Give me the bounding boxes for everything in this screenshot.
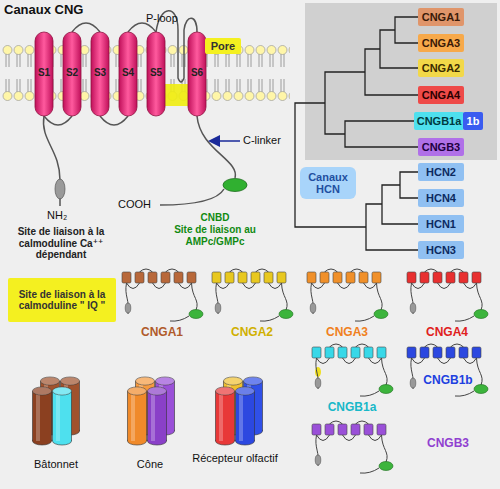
channel-cylinders bbox=[33, 377, 263, 445]
protein-loops-part bbox=[160, 116, 235, 205]
subunit-name: CNGA1 bbox=[127, 326, 197, 340]
node-text: CNGB3 bbox=[422, 141, 461, 153]
channel-cylinders-part bbox=[53, 387, 72, 445]
phylogenetic-tree-part bbox=[400, 172, 418, 198]
helix-name: S5 bbox=[147, 67, 165, 79]
subunit-icons-part bbox=[312, 344, 393, 396]
phylogenetic-tree-part bbox=[382, 185, 418, 224]
channel-cylinders-part bbox=[216, 387, 235, 445]
node-text: 1b bbox=[467, 115, 480, 127]
phylogenetic-tree-part bbox=[325, 72, 365, 134]
subunit-icons-part bbox=[307, 269, 388, 321]
node-text: HCN3 bbox=[426, 244, 456, 256]
node-text: HCN2 bbox=[426, 166, 456, 178]
subfamily-box: 1b bbox=[463, 112, 483, 130]
subunit-icons-part bbox=[407, 269, 488, 321]
group-label-box: Canaux HCN bbox=[300, 167, 356, 199]
phylogenetic-tree bbox=[295, 17, 418, 250]
subfamily-box: HCN1 bbox=[418, 215, 464, 233]
node-text: Canaux HCN bbox=[302, 171, 354, 195]
phylogenetic-tree-part bbox=[380, 30, 418, 68]
helix-name: S1 bbox=[35, 67, 53, 79]
subfamily-box: CNGA4 bbox=[418, 86, 464, 104]
subfamily-box: CNGB3 bbox=[418, 138, 464, 156]
transmembrane-helices-part bbox=[63, 32, 81, 116]
part-name: C-linker bbox=[243, 134, 299, 147]
c-linker-arrow-part bbox=[211, 140, 240, 142]
protein-loops-part bbox=[128, 23, 156, 32]
helix-name: S3 bbox=[91, 67, 109, 79]
channel-cylinders-part bbox=[236, 387, 255, 445]
phylogenetic-tree-part bbox=[365, 49, 418, 95]
part-name: P-loop bbox=[146, 12, 196, 25]
phylogenetic-tree-part bbox=[395, 17, 418, 43]
node-text: HCN1 bbox=[426, 218, 456, 230]
node-text: CNGB1a bbox=[417, 115, 462, 127]
node-text: CNGA4 bbox=[422, 89, 461, 101]
phylogenetic-tree-part bbox=[295, 103, 366, 227]
pore-region-part bbox=[163, 84, 188, 106]
subunit-name: CNGB1b bbox=[408, 374, 488, 388]
subunit-icons bbox=[122, 269, 488, 473]
subunit-name: CNGA2 bbox=[217, 326, 287, 340]
subfamily-box: HCN2 bbox=[418, 163, 464, 181]
site-note: Site de liaison à la calmoduline Ca⁺⁺ dé… bbox=[4, 226, 118, 261]
subunit-icons-part bbox=[212, 269, 293, 321]
channel-cylinders-part bbox=[128, 387, 147, 445]
terminus-name: NH₂ bbox=[47, 209, 81, 222]
tree-background-part bbox=[305, 3, 497, 160]
subunit-icons-part bbox=[407, 344, 488, 396]
node-text: Site de liaison à la calmoduline " IQ " bbox=[10, 289, 114, 311]
subunit-icons-part bbox=[312, 421, 393, 473]
subunit-name: CNGB3 bbox=[408, 437, 488, 451]
subunit-name: CNGA3 bbox=[312, 326, 382, 340]
transmembrane-helices-part bbox=[188, 32, 206, 116]
pore-label-box: Pore bbox=[205, 38, 241, 54]
subfamily-box: CNGA1 bbox=[418, 8, 464, 26]
terminus-name: COOH bbox=[118, 198, 158, 211]
binding-sites bbox=[55, 179, 247, 200]
cell-type-name: Récepteur olfactif bbox=[190, 452, 280, 465]
node-text: CNGA1 bbox=[422, 11, 461, 23]
protein-loops-part bbox=[72, 23, 100, 32]
protein-loops-part bbox=[44, 116, 72, 125]
transmembrane-helices-part bbox=[147, 32, 165, 116]
transmembrane-helices bbox=[35, 32, 206, 116]
transmembrane-helices-part bbox=[119, 32, 137, 116]
node-text: Pore bbox=[211, 40, 235, 52]
protein-loops-part bbox=[100, 116, 128, 125]
binding-sites-part bbox=[223, 179, 247, 192]
site-note: Site de liaison au AMPc/GMPc bbox=[160, 224, 270, 247]
transmembrane-helices-part bbox=[35, 32, 53, 116]
helix-name: S6 bbox=[188, 67, 206, 79]
channel-cylinders-part bbox=[148, 387, 167, 445]
subunit-name: CNGA4 bbox=[412, 326, 482, 340]
site-note: CNBD bbox=[160, 212, 270, 224]
node-text: CNGA3 bbox=[422, 37, 461, 49]
binding-sites-part bbox=[55, 179, 65, 199]
node-text: CNGA2 bbox=[422, 62, 461, 74]
channel-cylinders-part bbox=[33, 387, 52, 445]
transmembrane-helices-part bbox=[91, 32, 109, 116]
phylogenetic-tree-part bbox=[366, 204, 418, 250]
subfamily-box: CNGB1a bbox=[414, 112, 464, 130]
cell-type-name: Cône bbox=[110, 458, 190, 471]
subfamily-box: HCN4 bbox=[418, 189, 464, 207]
iq-site-box: Site de liaison à la calmoduline " IQ " bbox=[8, 278, 116, 322]
subfamily-box: CNGA3 bbox=[418, 34, 464, 52]
pore-region bbox=[163, 84, 188, 106]
helix-name: S4 bbox=[119, 67, 137, 79]
c-linker-arrow bbox=[211, 141, 240, 142]
node-text: HCN4 bbox=[426, 192, 456, 204]
helix-name: S2 bbox=[63, 67, 81, 79]
subfamily-box: HCN3 bbox=[418, 241, 464, 259]
phylogenetic-tree-part bbox=[345, 121, 418, 147]
diagram-title: Canaux CNG bbox=[4, 3, 83, 18]
cell-type-name: Bâtonnet bbox=[16, 458, 96, 471]
subunit-icons-part bbox=[122, 269, 203, 321]
tree-background bbox=[305, 3, 497, 160]
subunit-name: CNGB1a bbox=[312, 401, 392, 415]
subfamily-box: CNGA2 bbox=[418, 59, 464, 77]
